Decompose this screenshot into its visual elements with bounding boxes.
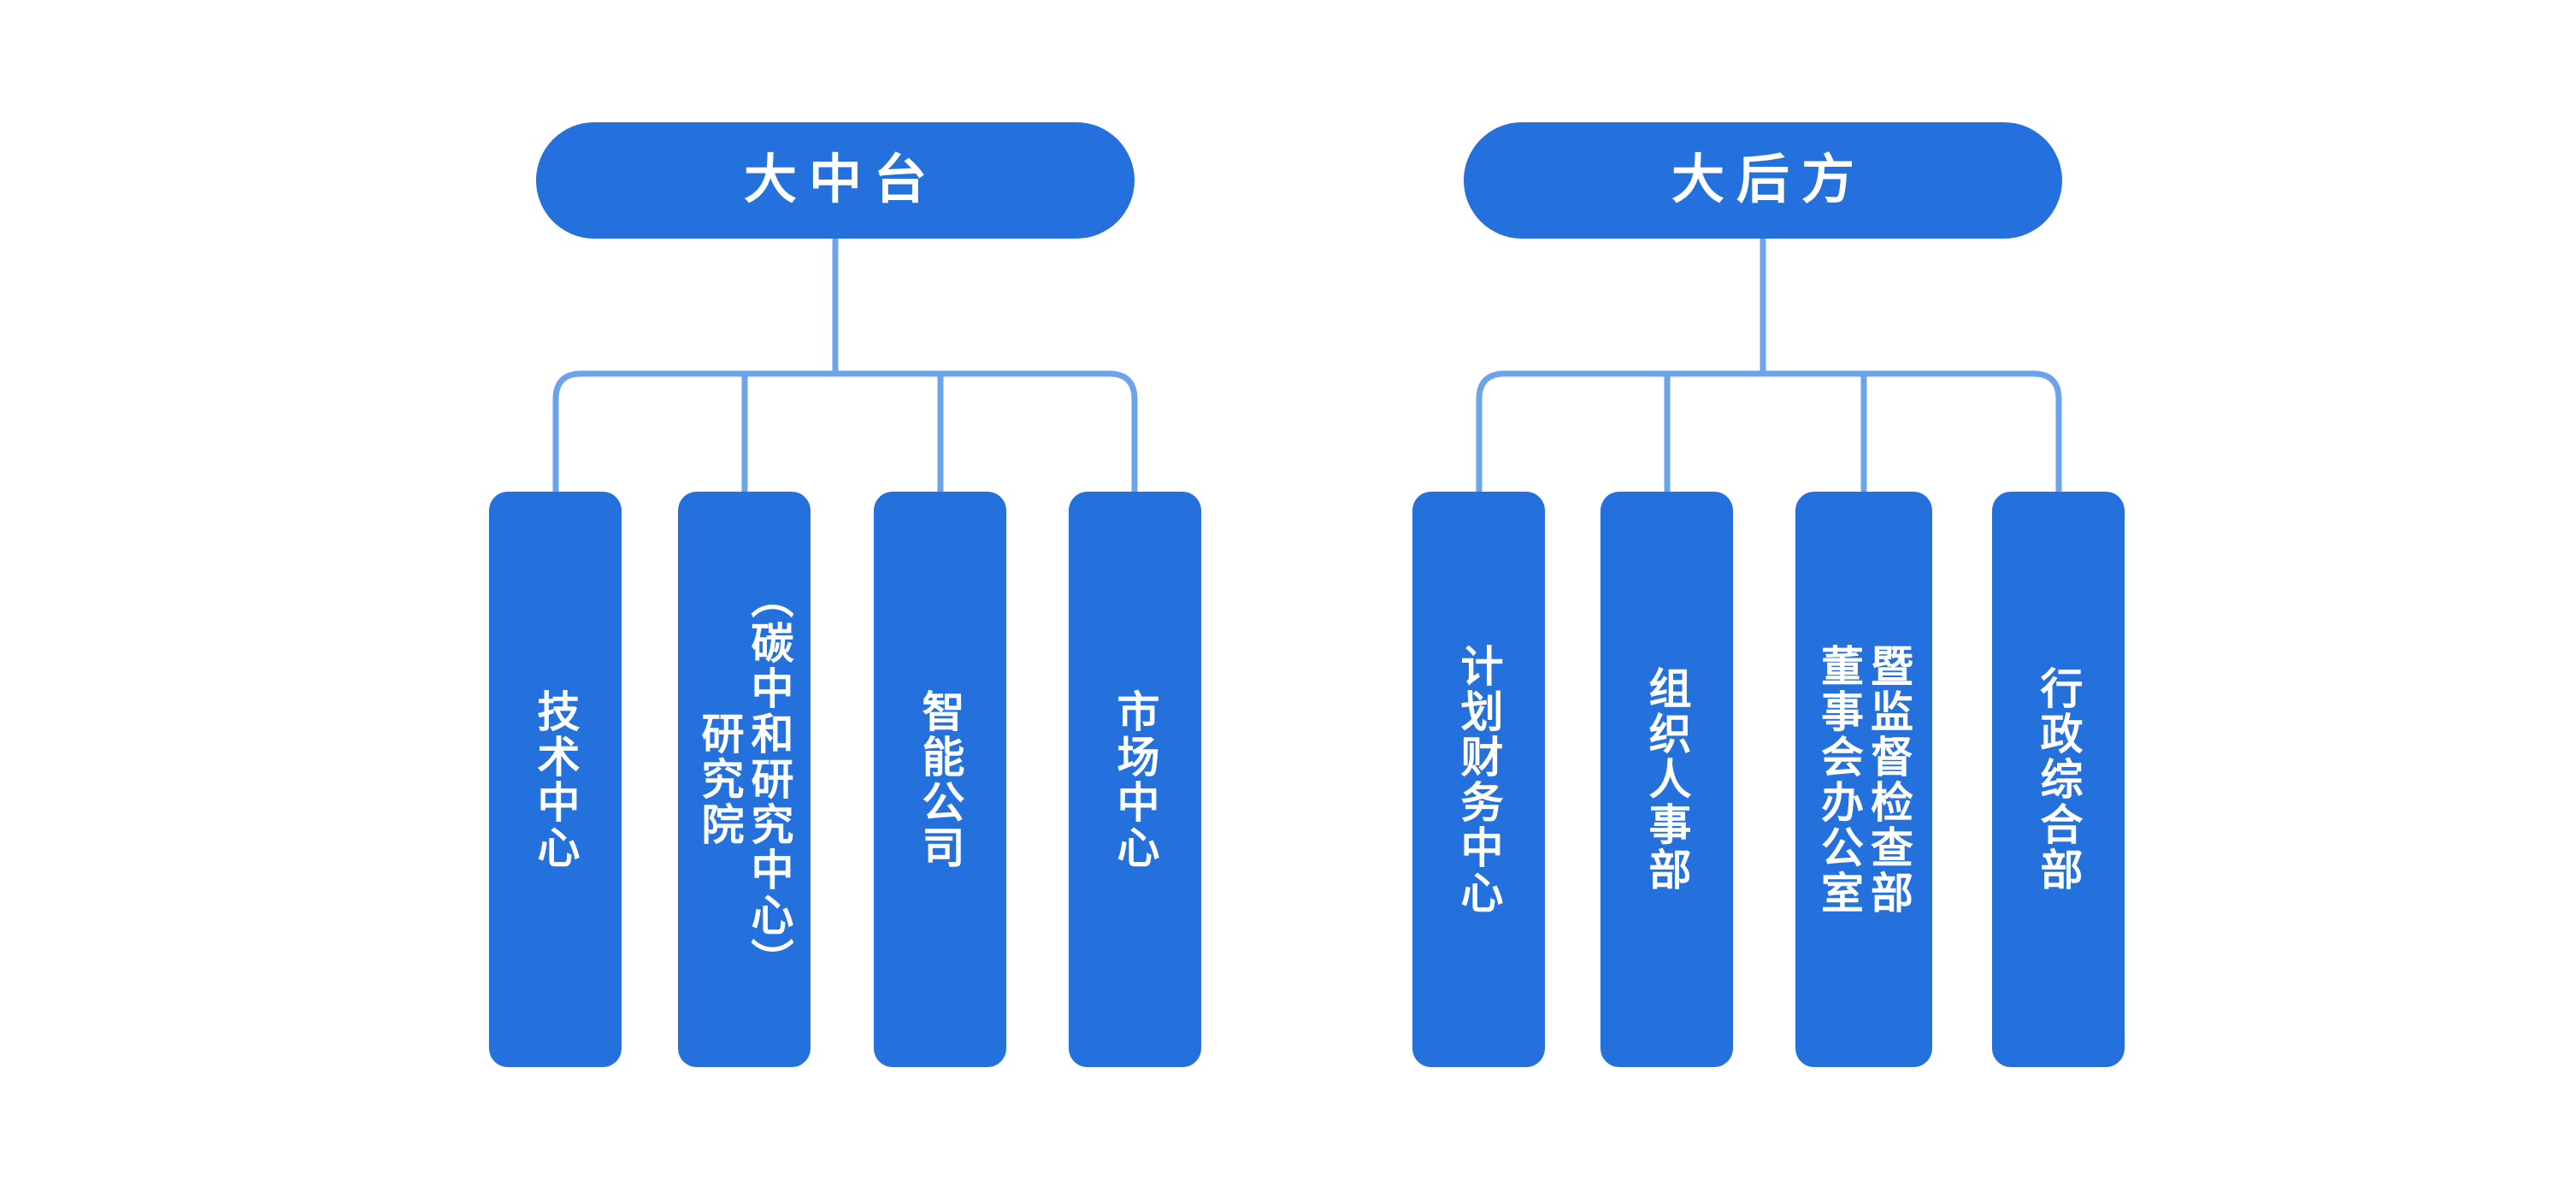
node-market-center[interactable]: 市场中心	[1069, 492, 1201, 1067]
node-label-col-1: 暨监督检查部	[1865, 643, 1913, 916]
node-label: 组织人事部	[1642, 666, 1691, 893]
node-label: 智能公司	[916, 688, 964, 870]
node-label: 行政综合部	[2034, 666, 2083, 893]
connector-path	[1476, 370, 2062, 492]
node-board-office-supervision-dept[interactable]: 董事会办公室 暨监督检查部	[1795, 492, 1932, 1067]
node-label: 技术中心	[531, 688, 580, 870]
node-label-col-2: 董事会办公室	[1815, 643, 1863, 916]
node-label: 市场中心	[1111, 688, 1159, 870]
node-admin-general-dept[interactable]: 行政综合部	[1992, 492, 2125, 1067]
node-label: 计划财务中心	[1454, 643, 1503, 916]
node-intelligent-company[interactable]: 智能公司	[874, 492, 1006, 1067]
node-label-col-2: 研究院	[695, 711, 744, 847]
node-research-institute[interactable]: 研究院 （碳中和研究中心）	[678, 492, 811, 1067]
node-tech-center[interactable]: 技术中心	[489, 492, 622, 1067]
node-label-col-1: （碳中和研究中心）	[745, 575, 793, 983]
group-header-mid-platform[interactable]: 大中台	[536, 122, 1135, 239]
group-header-label: 大后方	[1671, 150, 1866, 209]
node-planning-finance-center[interactable]: 计划财务中心	[1412, 492, 1545, 1067]
connector-path	[552, 370, 1138, 492]
group-header-rear-support[interactable]: 大后方	[1464, 122, 2062, 239]
group-header-label: 大中台	[743, 150, 939, 209]
node-org-personnel-dept[interactable]: 组织人事部	[1600, 492, 1733, 1067]
